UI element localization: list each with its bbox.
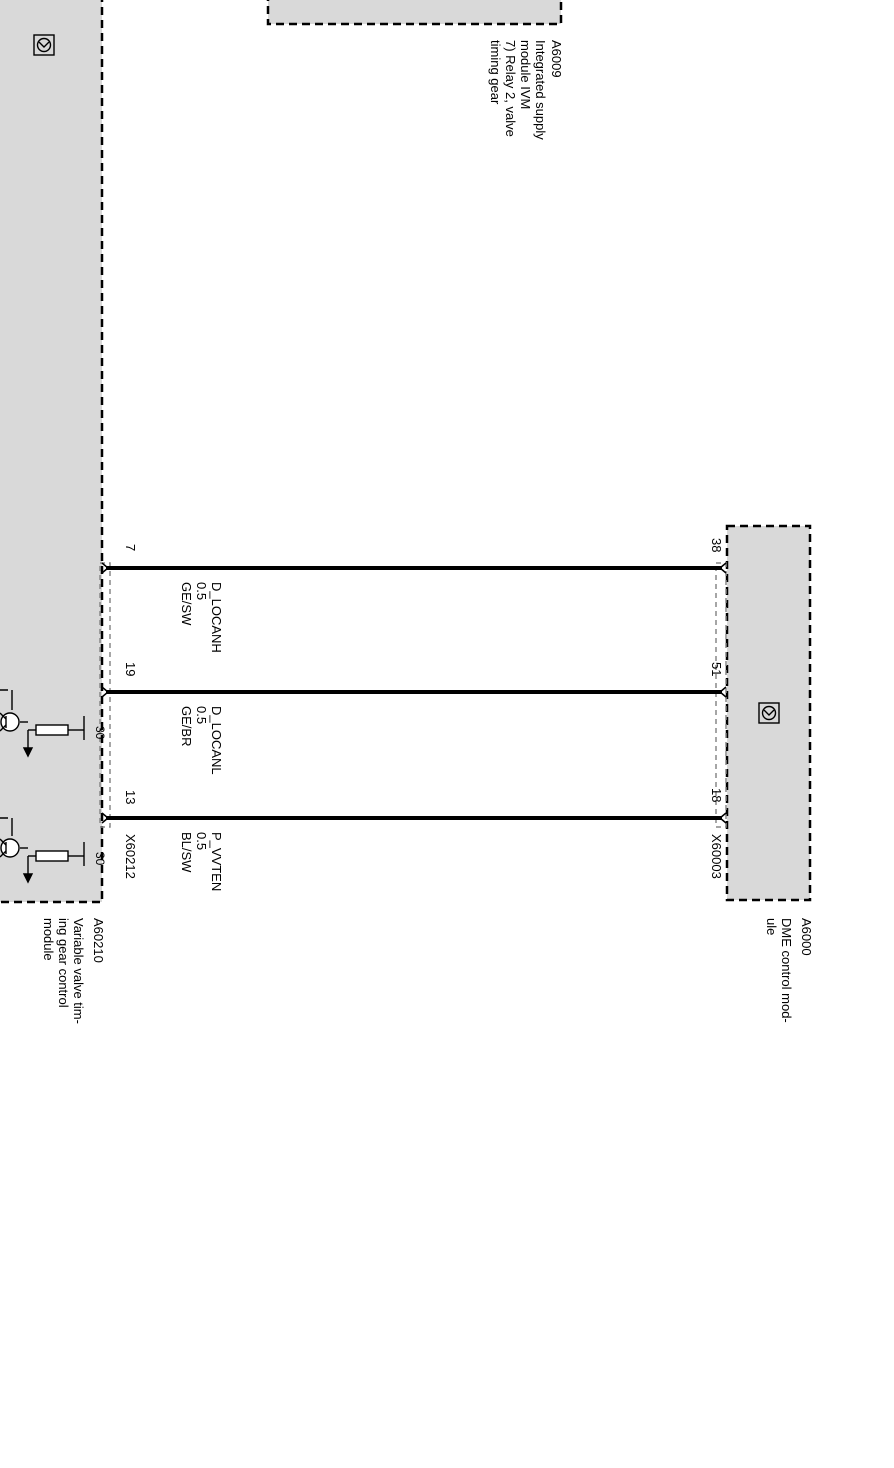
vvt-internal-circuit-2: [0, 817, 85, 884]
vvt-label: A60210 Variable valve tim- ing gear cont…: [41, 918, 106, 1024]
vvt-module-symbol-icon: [33, 34, 55, 56]
wire-label-d-locanh: D_LOCANH 0.5 GE/SW: [179, 582, 224, 653]
wire-size: 0.5: [194, 832, 209, 850]
wire-signal: D_LOCANL: [209, 706, 224, 775]
resistor-label-2: 30: [93, 852, 107, 866]
dme-module-symbol-icon: [758, 702, 780, 724]
vvt-internal-circuit-1: [0, 689, 85, 758]
dme-module-box: [725, 524, 812, 902]
ivm-label: A6009 Integrated supply module IVM 7) Re…: [488, 40, 564, 140]
vvt-connector-label: X60212: [123, 834, 138, 879]
dme-connector-outline: [715, 562, 727, 828]
vvt-name-line-3: module: [41, 918, 56, 961]
wire-color: GE/BR: [179, 706, 194, 746]
vvt-name-line-1: Variable valve tim-: [71, 918, 86, 1024]
dme-name-line-1: DME control mod-: [779, 918, 794, 1023]
dme-pin-d-locanh: 38: [709, 538, 724, 552]
dme-pin-p-vvten: 18: [709, 788, 724, 802]
wire-size: 0.5: [194, 706, 209, 724]
dme-pin-d-locanl: 51: [709, 662, 724, 676]
dme-name-line-2: ule: [764, 918, 779, 935]
wire-label-p-vvten: P_VVTEN 0.5 BL/SW: [179, 832, 224, 891]
ivm-name-line-4: timing gear: [488, 40, 503, 105]
wire-size: 0.5: [194, 582, 209, 600]
ivm-name-line-3: 7) Relay 2, valve: [503, 40, 518, 137]
vvt-connector-outline: [99, 562, 111, 828]
wire-signal: D_LOCANH: [209, 582, 224, 653]
resistor-label-1: 30: [93, 726, 107, 740]
vvt-name-line-2: ing gear control: [56, 918, 71, 1008]
ivm-id: A6009: [549, 40, 564, 78]
wire-label-d-locanl: D_LOCANL 0.5 GE/BR: [179, 706, 224, 775]
vvt-id: A60210: [91, 918, 106, 963]
vvt-pin-p-vvten: 13: [123, 790, 138, 804]
pin-terminals: [101, 562, 727, 824]
ivm-module-box: [266, 0, 563, 26]
ivm-name-line-2: module IVM: [518, 40, 533, 109]
vvt-pin-d-locanl: 19: [123, 662, 138, 676]
dme-id: A6000: [799, 918, 814, 956]
ivm-name-line-1: Integrated supply: [533, 40, 548, 140]
wire-signal: P_VVTEN: [209, 832, 224, 891]
wire-color: BL/SW: [179, 832, 194, 873]
dme-connector-label: X60003: [709, 834, 724, 879]
vvt-module-box: [0, 0, 104, 904]
wire-color: GE/SW: [179, 582, 194, 626]
dme-label: A6000 DME control mod- ule: [764, 918, 814, 1023]
vvt-pin-d-locanh: 7: [123, 544, 138, 551]
